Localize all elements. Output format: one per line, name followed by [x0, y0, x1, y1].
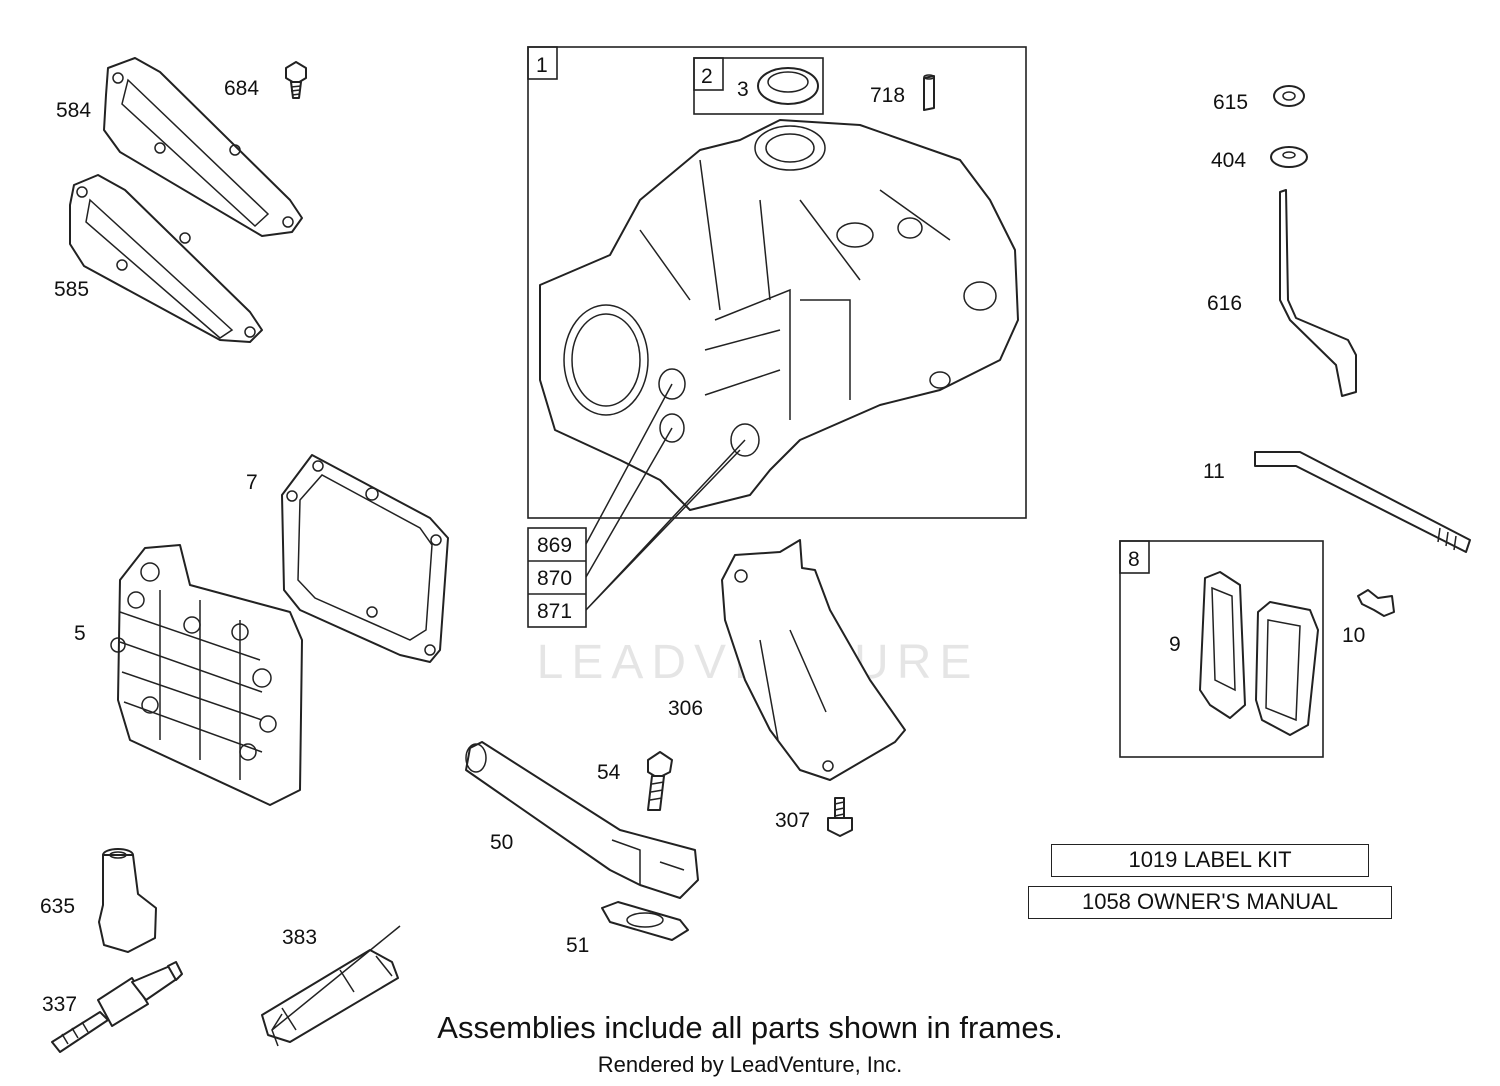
spark-plug-wrench-383[interactable] [261, 925, 401, 1047]
callout-50: 50 [490, 831, 513, 854]
callout-383: 383 [282, 926, 317, 949]
callout-871: 871 [537, 600, 572, 623]
callout-307: 307 [775, 809, 810, 832]
callout-615: 615 [1213, 91, 1248, 114]
callout-870: 870 [537, 567, 572, 590]
oil-seal-3[interactable] [757, 67, 819, 105]
nut-615[interactable] [1273, 85, 1305, 107]
frames-note: Assemblies include all parts shown in fr… [437, 1010, 1063, 1045]
frame-8-tag [1119, 540, 1150, 574]
intake-gasket-584[interactable] [103, 57, 303, 237]
screw-54[interactable] [647, 751, 673, 811]
breather-tube-50[interactable] [465, 741, 699, 899]
screw-684[interactable] [285, 61, 307, 99]
callout-2: 2 [701, 65, 713, 88]
owners-manual-box: 1058 OWNER'S MANUAL [1028, 886, 1392, 919]
leader-lines-plugs [585, 383, 746, 611]
callout-684: 684 [224, 77, 259, 100]
callout-3: 3 [737, 78, 749, 101]
label-kit-box: 1019 LABEL KIT [1051, 844, 1369, 877]
callout-585: 585 [54, 278, 89, 301]
callout-1: 1 [536, 54, 548, 77]
callout-337: 337 [42, 993, 77, 1016]
callout-7: 7 [246, 471, 258, 494]
callout-11: 11 [1203, 460, 1225, 483]
breather-cover[interactable] [1255, 601, 1319, 736]
cylinder-head-5[interactable] [110, 544, 303, 806]
breather-assembly-frame [1119, 540, 1324, 758]
callout-584: 584 [56, 99, 91, 122]
link-616[interactable] [1279, 189, 1357, 397]
rod-11[interactable] [1254, 451, 1471, 553]
spark-plug-boot-635[interactable] [98, 848, 157, 953]
intake-gasket-585[interactable] [69, 174, 263, 343]
washer-404[interactable] [1270, 146, 1308, 168]
callout-9: 9 [1169, 633, 1181, 656]
callout-869: 869 [537, 534, 572, 557]
screw-10[interactable] [1357, 589, 1395, 617]
callout-10: 10 [1342, 624, 1365, 647]
dowel-pin-718[interactable] [923, 74, 935, 111]
screw-307[interactable] [827, 797, 853, 837]
callout-54: 54 [597, 761, 621, 784]
air-guide-306[interactable] [721, 539, 906, 781]
callout-635: 635 [40, 895, 75, 918]
rendered-by: Rendered by LeadVenture, Inc. [597, 1052, 903, 1077]
gasket-9[interactable] [1199, 571, 1246, 719]
cylinder-assembly-frame [527, 46, 1027, 519]
cylinder-block[interactable] [539, 119, 1019, 511]
head-gasket-7[interactable] [281, 454, 449, 663]
frame-1-tag [527, 46, 558, 80]
callout-51: 51 [566, 934, 589, 957]
gasket-51[interactable] [601, 901, 689, 941]
callout-8: 8 [1128, 548, 1140, 571]
plug-callout-box [527, 527, 587, 628]
spark-plug-337[interactable] [51, 961, 183, 1053]
callout-404: 404 [1211, 149, 1246, 172]
callout-616: 616 [1207, 292, 1242, 315]
callout-306: 306 [668, 697, 703, 720]
callout-5: 5 [74, 622, 86, 645]
frame-2-tag [693, 57, 724, 91]
callout-718: 718 [870, 84, 905, 107]
